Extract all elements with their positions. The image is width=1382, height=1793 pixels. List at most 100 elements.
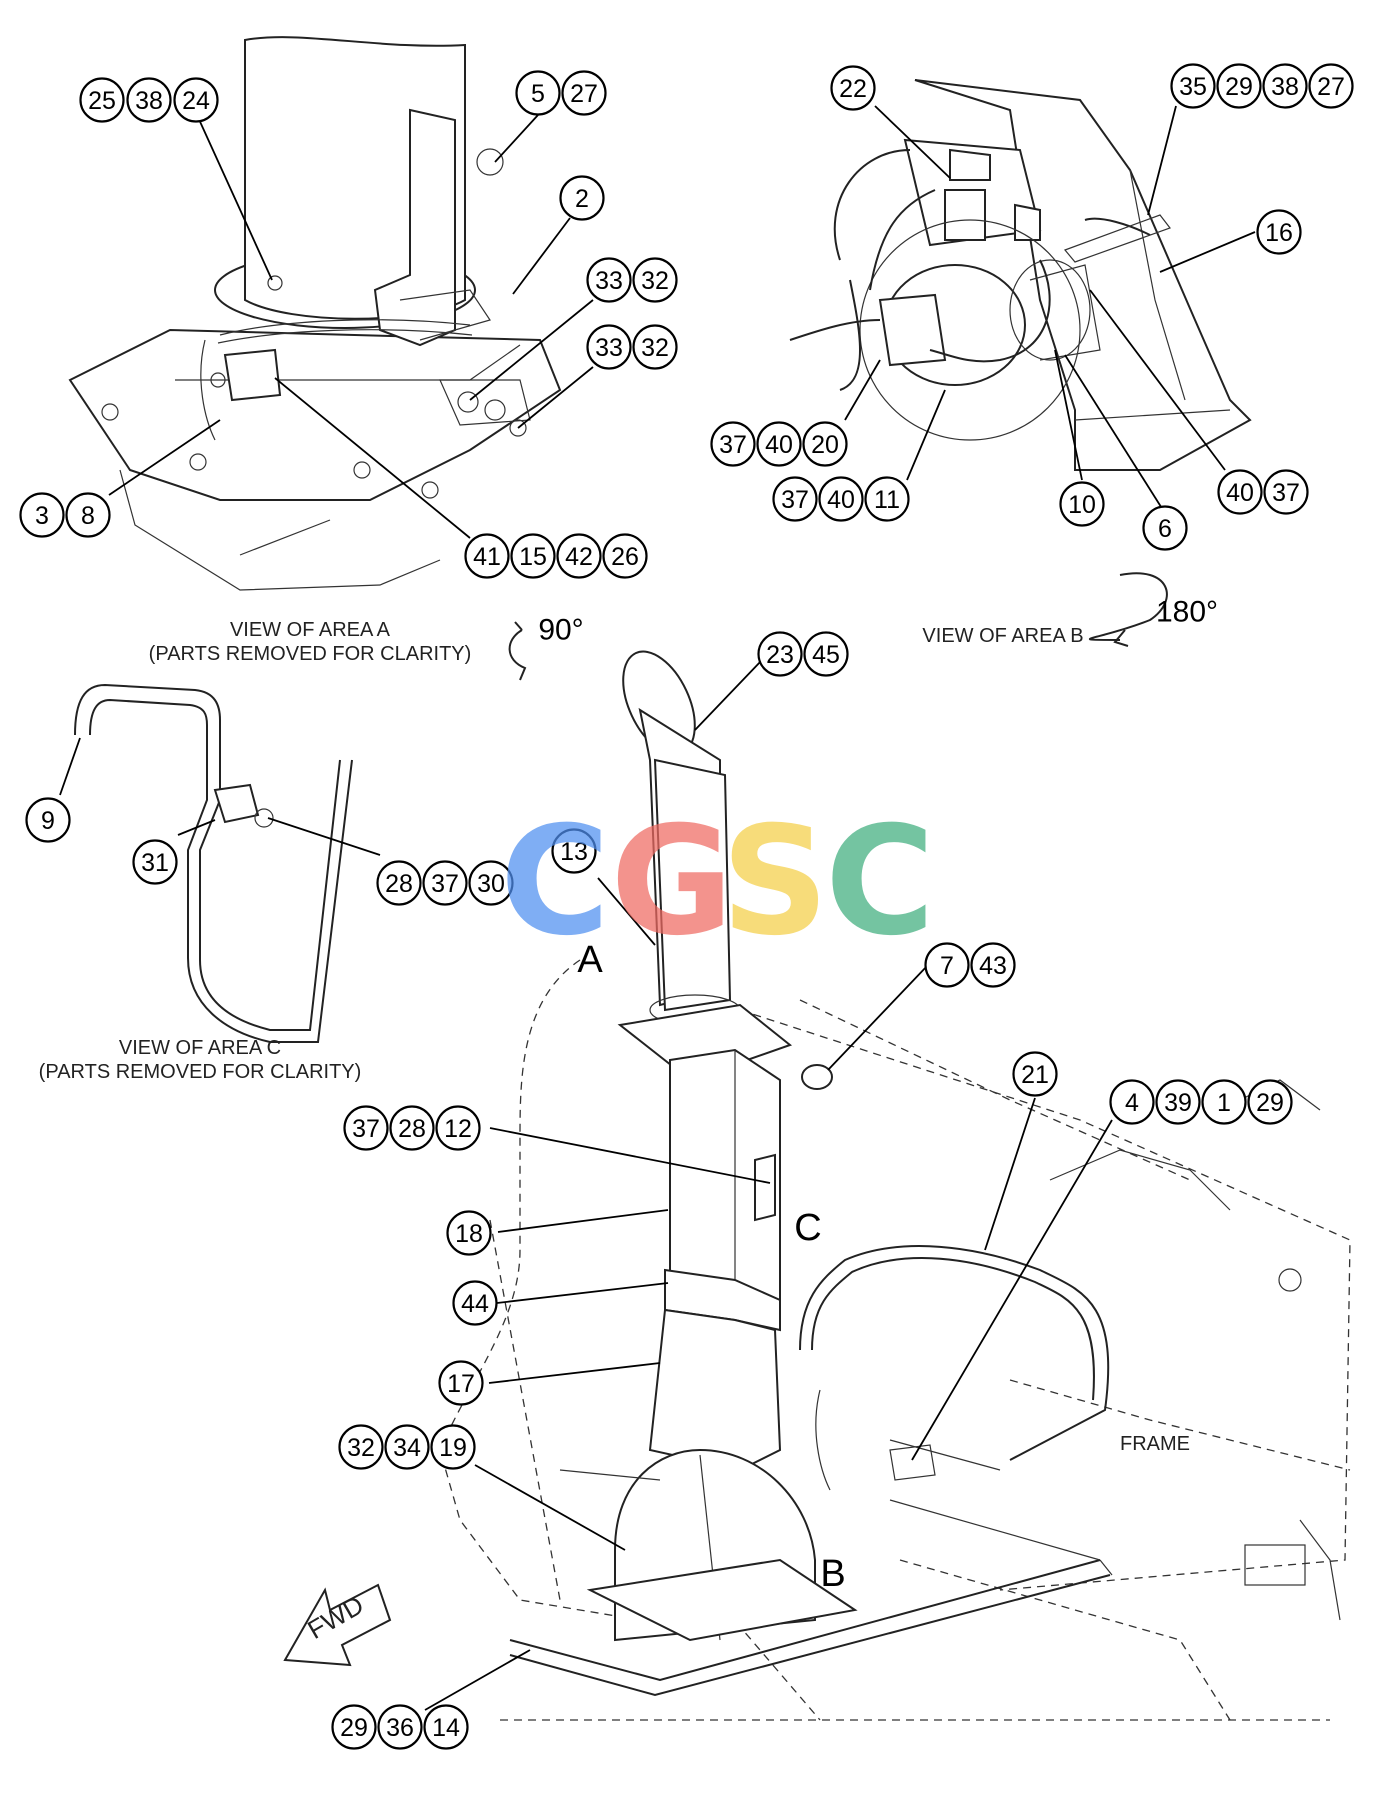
callout-circle (338, 1424, 384, 1470)
callout-number: 37 (1272, 479, 1300, 507)
callout-circle (343, 1105, 389, 1151)
callout-circle (1217, 469, 1263, 515)
callout-circle (1170, 63, 1216, 109)
callout-number: 1 (1217, 1089, 1231, 1117)
callout-circle (551, 828, 597, 874)
callout-circle (1109, 1079, 1155, 1125)
callout-circle (924, 942, 970, 988)
callout-circle (772, 476, 818, 522)
callout-circle (438, 1360, 484, 1406)
callout-number: 18 (455, 1220, 483, 1248)
callout-circle (559, 175, 605, 221)
callout-group-21: 21 (1012, 1051, 1058, 1097)
callout-number: 21 (1021, 1061, 1049, 1089)
rotation-arrow-180 (1089, 572, 1168, 641)
view-area-c-drawing (74, 683, 353, 1043)
callout-number: 28 (385, 870, 413, 898)
callout-circle (1216, 63, 1262, 109)
callout-number: 9 (41, 807, 55, 835)
callout-number: 2 (575, 185, 589, 213)
callout-number: 3 (35, 502, 49, 530)
callout-number: 10 (1068, 491, 1096, 519)
callout-circle (561, 70, 607, 116)
watermark-letter-2: G (610, 795, 733, 969)
area-letter-a: A (577, 939, 603, 981)
rotation-label-a: 90° (538, 614, 583, 647)
callout-circle (376, 860, 422, 906)
caption-area-c-line2: (PARTS REMOVED FOR CLARITY) (39, 1061, 362, 1083)
callout-number: 45 (812, 641, 840, 669)
callout-number: 5 (531, 80, 545, 108)
callout-circle (377, 1704, 423, 1750)
callout-circle (468, 860, 514, 906)
callout-number: 44 (461, 1290, 489, 1318)
main-assembly-drawing (283, 650, 1351, 1721)
callout-number: 32 (641, 267, 669, 295)
callout-number: 33 (595, 267, 623, 295)
callout-number: 14 (432, 1714, 460, 1742)
callout-circle (510, 533, 556, 579)
callout-circle (25, 797, 71, 843)
caption-area-a-line2: (PARTS REMOVED FOR CLARITY) (149, 643, 472, 665)
view-area-a-drawing (68, 36, 562, 591)
callout-circle (1142, 505, 1188, 551)
area-letter-c: C (794, 1207, 821, 1249)
callout-circle (515, 70, 561, 116)
callout-number: 19 (439, 1434, 467, 1462)
callout-number: 35 (1179, 73, 1207, 101)
callout-number: 20 (811, 431, 839, 459)
callout-number: 26 (611, 543, 639, 571)
callout-circle (756, 421, 802, 467)
callout-group-6: 6 (1142, 505, 1188, 551)
callout-number: 31 (141, 849, 169, 877)
callout-group-33-32-a: 33 32 (586, 257, 678, 303)
callout-circle (452, 1280, 498, 1326)
callout-circle (632, 257, 678, 303)
rotation-label-b: 180° (1156, 596, 1218, 629)
callout-circle (132, 839, 178, 885)
callout-circle (632, 324, 678, 370)
watermark-letter-1: C (500, 795, 610, 969)
callout-circle (556, 533, 602, 579)
callout-circle (173, 77, 219, 123)
callout-number: 4 (1125, 1089, 1139, 1117)
callout-number: 37 (781, 486, 809, 514)
callout-circle (818, 476, 864, 522)
callout-circle (464, 533, 510, 579)
callout-number: 40 (765, 431, 793, 459)
callout-number: 28 (398, 1115, 426, 1143)
callout-number: 8 (81, 502, 95, 530)
callout-number: 27 (1317, 73, 1345, 101)
callout-number: 12 (444, 1115, 472, 1143)
callout-circle (710, 421, 756, 467)
callout-circle (864, 476, 910, 522)
callout-number: 25 (88, 87, 116, 115)
callout-number: 13 (560, 838, 588, 866)
leader-lines (59, 105, 1256, 1711)
callout-number: 30 (477, 870, 505, 898)
callout-circle (79, 77, 125, 123)
callout-number: 17 (447, 1370, 475, 1398)
caption-area-c-line1: VIEW OF AREA C (119, 1037, 281, 1059)
callout-group-17: 17 (438, 1360, 484, 1406)
callout-group-2: 2 (559, 175, 605, 221)
callout-circle (446, 1210, 492, 1256)
callout-circle (19, 492, 65, 538)
callout-circle (757, 631, 803, 677)
callout-number: 36 (386, 1714, 414, 1742)
callout-circle (1059, 481, 1105, 527)
callout-number: 39 (1164, 1089, 1192, 1117)
callout-group-22: 22 (830, 65, 876, 111)
callout-circle (1308, 63, 1354, 109)
callout-number: 27 (570, 80, 598, 108)
callout-number: 37 (719, 431, 747, 459)
